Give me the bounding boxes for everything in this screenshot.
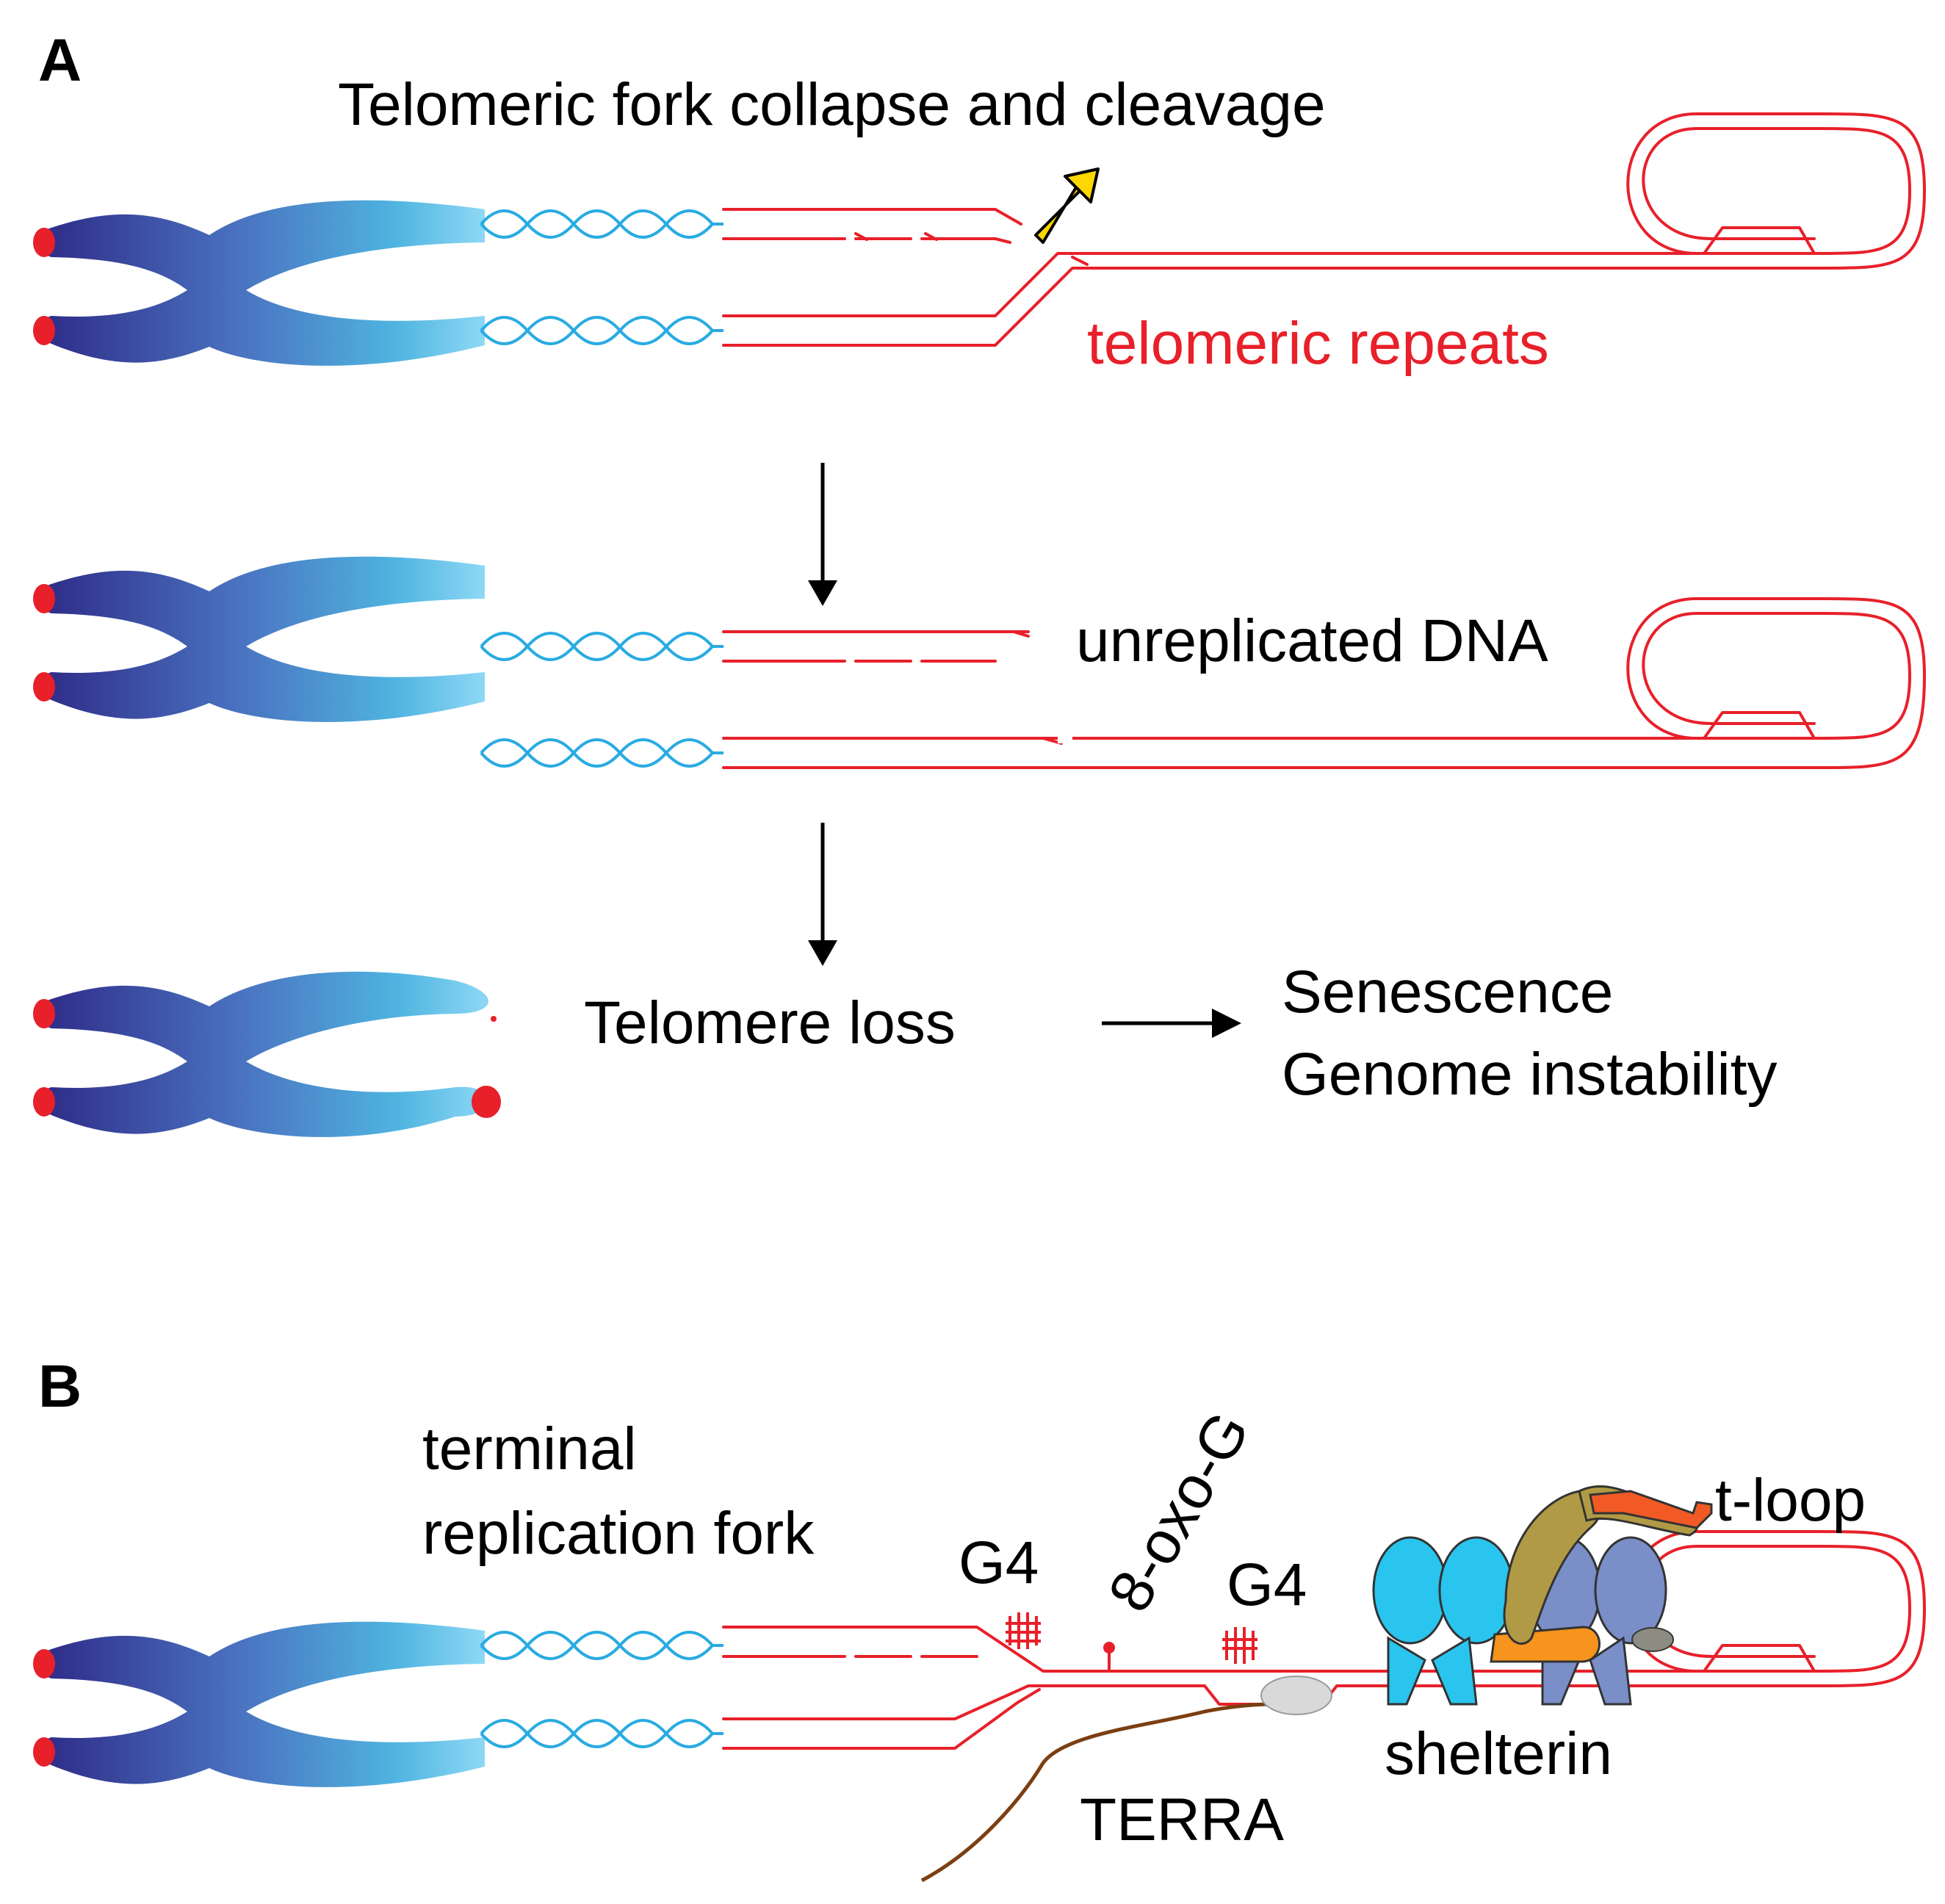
g-quadruplex-icon — [1006, 1612, 1041, 1649]
panel-b-label: B — [38, 1353, 82, 1420]
telomeric-repeats-label: telomeric repeats — [1087, 310, 1549, 377]
fork-label-line2: replication fork — [422, 1500, 815, 1567]
rnase-h-protein — [1260, 1676, 1332, 1715]
g-quadruplex-icon — [1222, 1627, 1257, 1664]
shelterin-complex — [1372, 1485, 1713, 1706]
terra-label: TERRA — [1080, 1786, 1284, 1853]
t-loop-label: t-loop — [1715, 1467, 1866, 1534]
chromosome-row-3 — [33, 971, 501, 1137]
chromosome-row-2 — [33, 556, 1926, 769]
terra-rna — [920, 1701, 1316, 1883]
fork-label-line1: terminal — [422, 1416, 637, 1482]
outcome-senescence: Senescence — [1282, 959, 1613, 1025]
panel-a-label: A — [38, 27, 82, 94]
outcome-genome-instability: Genome instability — [1282, 1041, 1778, 1108]
cleavage-arrow-icon — [1034, 167, 1100, 244]
chromosome-row-1 — [33, 112, 1926, 366]
unreplicated-dna-label: unreplicated DNA — [1076, 607, 1548, 674]
g4-right-label: G4 — [1227, 1551, 1307, 1618]
panel-a-title: Telomeric fork collapse and cleavage — [338, 71, 1326, 138]
telomere-loss-label: Telomere loss — [584, 989, 956, 1056]
oxidized-base-icon — [1103, 1642, 1115, 1671]
shelterin-label: shelterin — [1385, 1720, 1612, 1787]
g4-left-label: G4 — [959, 1529, 1039, 1596]
